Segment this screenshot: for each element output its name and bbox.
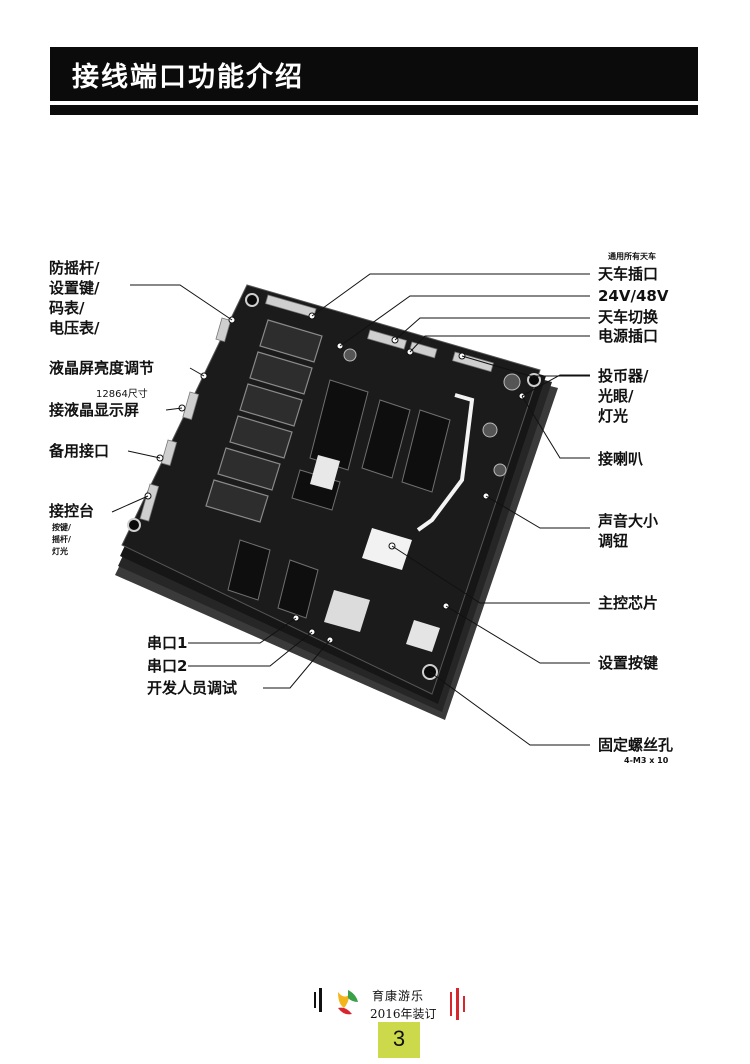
label-screw-holes: 固定螺丝孔 bbox=[598, 735, 673, 755]
label-crane-note: 通用所有天车 bbox=[608, 252, 656, 262]
label-main-chip: 主控芯片 bbox=[598, 593, 658, 613]
label-console-sub-3: 灯光 bbox=[52, 547, 68, 557]
label-anti-joystick-2: 设置键/ bbox=[49, 278, 99, 298]
page-number: 3 bbox=[378, 1026, 420, 1052]
label-lcd-brightness: 液晶屏亮度调节 bbox=[49, 358, 154, 378]
label-serial-2: 串口2 bbox=[147, 656, 187, 676]
brand-edition: 2016年装订 bbox=[370, 1005, 437, 1022]
label-volume-2: 调钮 bbox=[598, 531, 628, 551]
label-settings-key: 设置按键 bbox=[598, 653, 658, 673]
label-volume-1: 声音大小 bbox=[598, 511, 658, 531]
label-crane-switch: 天车切换 bbox=[598, 307, 658, 327]
brand-name: 育康游乐 bbox=[372, 987, 424, 1004]
label-console: 接控台 bbox=[49, 501, 94, 521]
label-power-socket: 电源插口 bbox=[598, 326, 658, 346]
label-spare-port: 备用接口 bbox=[49, 441, 109, 461]
label-anti-joystick-1: 防摇杆/ bbox=[49, 258, 99, 278]
label-console-sub-1: 按键/ bbox=[52, 523, 71, 533]
label-coin-1: 投币器/ bbox=[598, 366, 648, 386]
label-coin-3: 灯光 bbox=[598, 406, 628, 426]
label-serial-1: 串口1 bbox=[147, 633, 187, 653]
label-speaker: 接喇叭 bbox=[598, 449, 643, 469]
label-crane-socket: 天车插口 bbox=[598, 264, 658, 284]
page-number-box: 3 bbox=[378, 1022, 420, 1058]
label-lcd-size-note: 12864尺寸 bbox=[96, 385, 148, 400]
label-anti-joystick-3: 码表/ bbox=[49, 298, 84, 318]
brand-logo bbox=[308, 984, 378, 1020]
label-screw-note: 4-M3 x 10 bbox=[624, 756, 668, 766]
label-lcd-display: 接液晶显示屏 bbox=[49, 400, 139, 420]
label-coin-2: 光眼/ bbox=[598, 386, 633, 406]
brand-bars-icon bbox=[448, 988, 472, 1020]
label-anti-joystick-4: 电压表/ bbox=[49, 318, 99, 338]
label-voltage: 24V/48V bbox=[598, 286, 668, 306]
label-console-sub-2: 摇杆/ bbox=[52, 535, 71, 545]
label-dev-debug: 开发人员调试 bbox=[147, 678, 237, 698]
